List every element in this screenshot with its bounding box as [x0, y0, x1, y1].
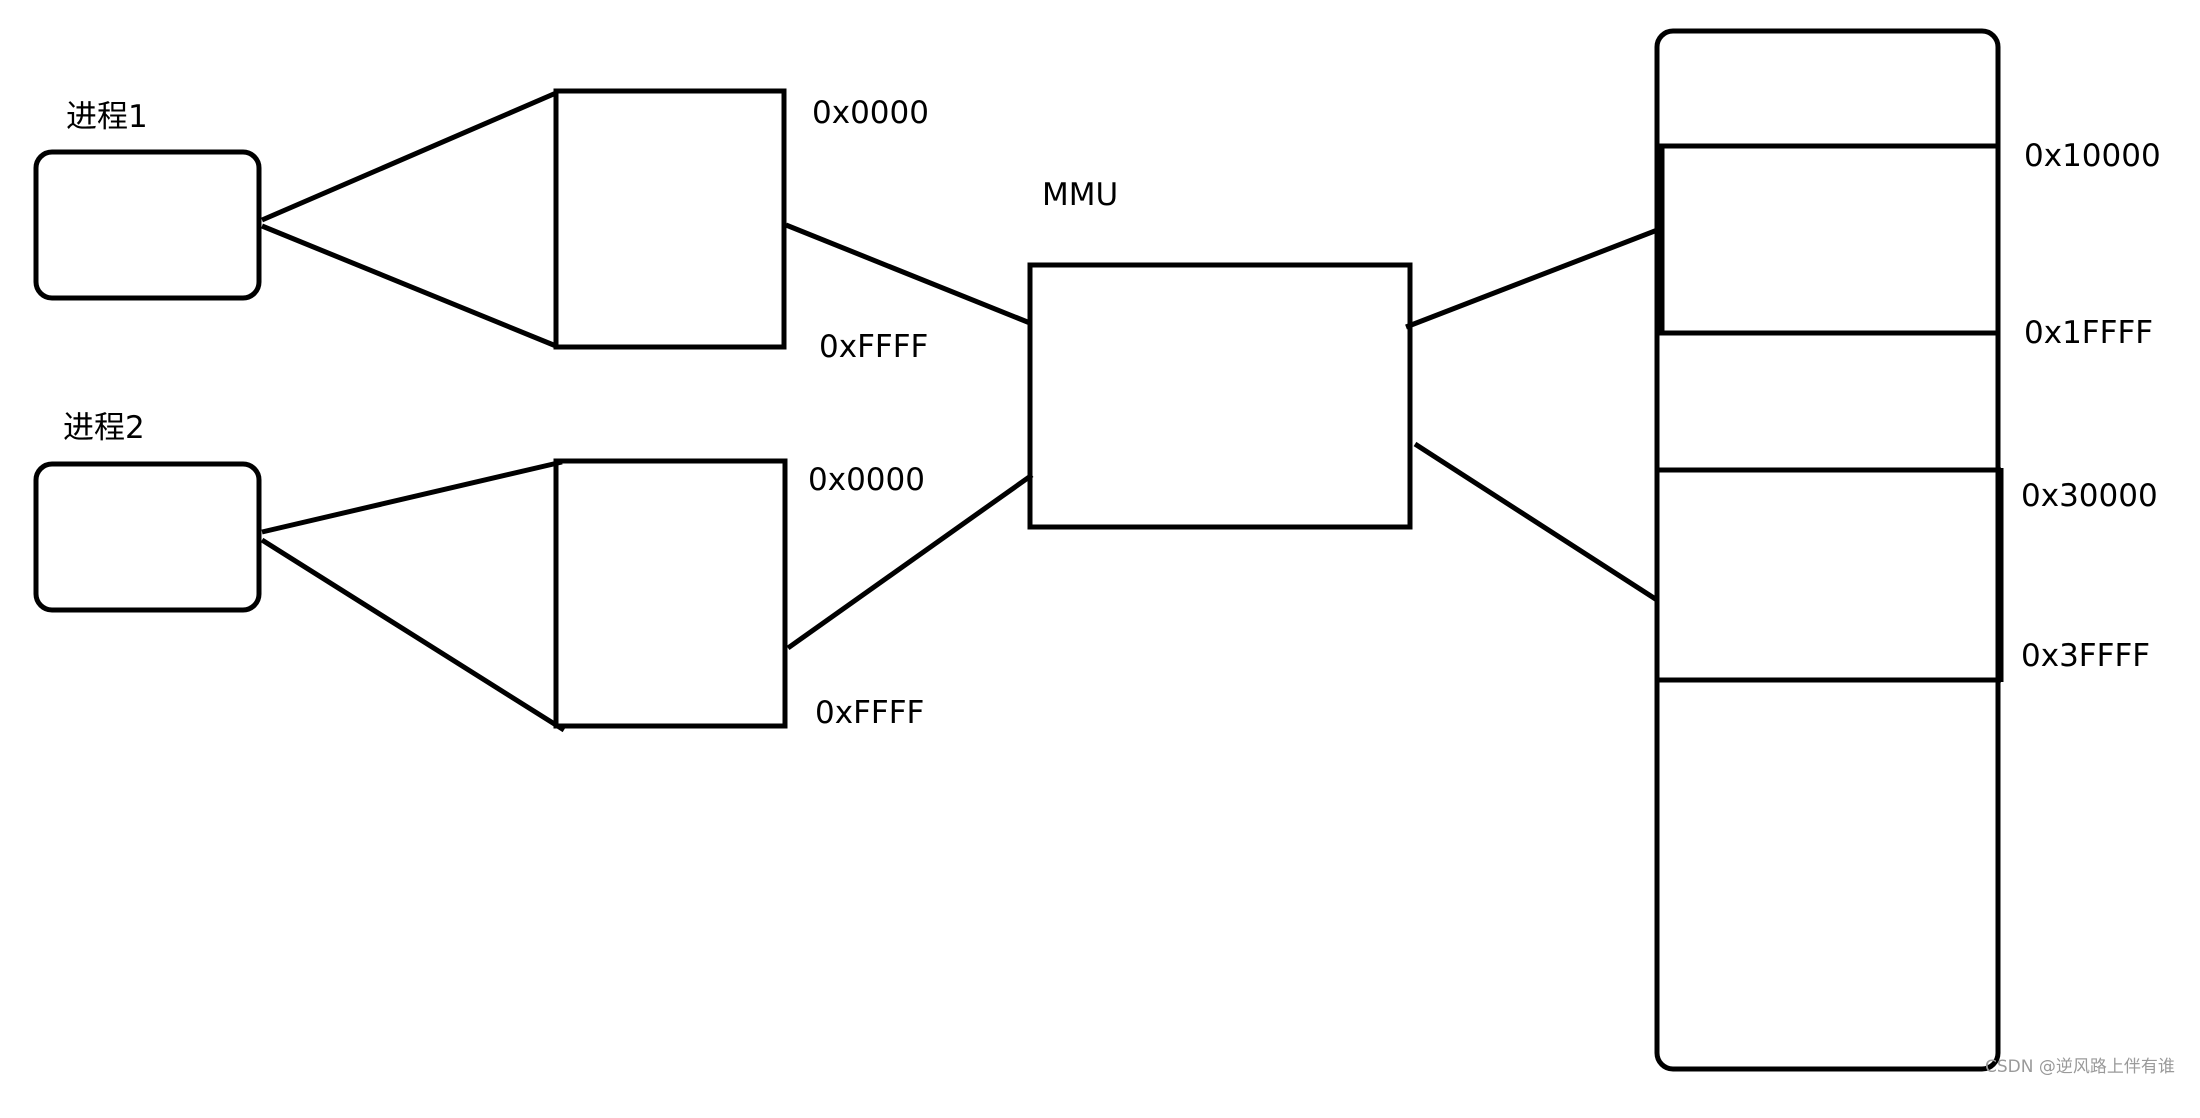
virtual-space-1 [553, 88, 787, 350]
virtual-space-2 [553, 458, 788, 729]
virtual-space-2-end: 0xFFFF [815, 695, 924, 731]
mmu-box [1027, 262, 1413, 530]
process-2-fan-top [261, 459, 563, 535]
watermark: CSDN @逆风路上伴有谁 [1985, 1057, 2175, 1077]
mmu-label: MMU [1042, 177, 1118, 213]
mmu-to-region-2-line [1413, 441, 1659, 603]
region-2-end-label: 0x3FFFF [2021, 638, 2150, 674]
process-1-box [33, 149, 262, 301]
process-1-fan-bottom [261, 223, 557, 349]
virtual-space-1-start: 0x0000 [812, 95, 929, 131]
va2-to-mmu-line [786, 472, 1034, 651]
mmu-to-region-1-line [1405, 226, 1661, 330]
virtual-space-2-start: 0x0000 [808, 462, 925, 498]
region-1-end-label: 0x1FFFF [2024, 315, 2153, 351]
va1-to-mmu-line [785, 222, 1031, 326]
process-1-label: 进程1 [66, 99, 148, 135]
region-2-start-label: 0x30000 [2021, 478, 2158, 514]
process-2-fan-bottom [260, 537, 566, 733]
physical-memory [1654, 28, 2001, 1072]
virtual-space-1-end: 0xFFFF [819, 329, 928, 365]
process-1-fan-top [261, 90, 557, 223]
process-2-label: 进程2 [63, 410, 145, 446]
region-1-start-label: 0x10000 [2024, 138, 2161, 174]
process-2-box [33, 461, 262, 613]
